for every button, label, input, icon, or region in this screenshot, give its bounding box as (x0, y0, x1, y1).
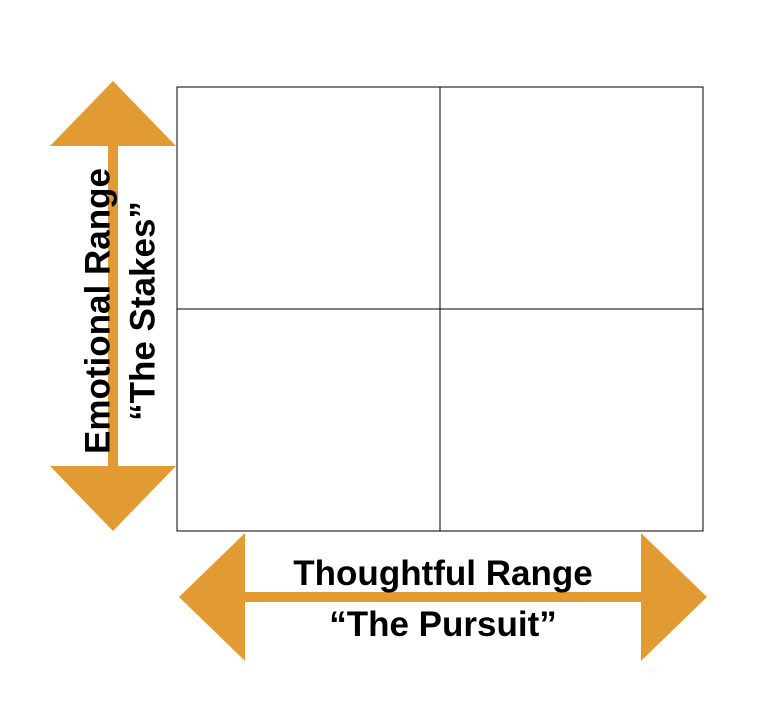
vertical-axis-labels: Emotional Range (78, 168, 117, 454)
quadrant-bottom-left (176, 308, 441, 532)
horizontal-axis-title: Thoughtful Range (293, 554, 592, 593)
quadrant-grid (176, 86, 704, 532)
quadrant-top-right (439, 86, 704, 310)
quadrant-bottom-right (439, 308, 704, 532)
horizontal-axis-subtitle: “The Pursuit” (329, 605, 557, 644)
vertical-arrow-shape (50, 81, 176, 531)
vertical-axis-title: Emotional Range (78, 168, 117, 454)
horizontal-arrow-shape (179, 533, 707, 661)
vertical-axis-subtitle: “The Stakes” (123, 201, 162, 421)
horizontal-arrow (179, 533, 707, 661)
vertical-arrow (50, 81, 176, 531)
vertical-axis-subtitle-group: “The Stakes” (123, 201, 162, 421)
quadrant-top-left (176, 86, 441, 310)
